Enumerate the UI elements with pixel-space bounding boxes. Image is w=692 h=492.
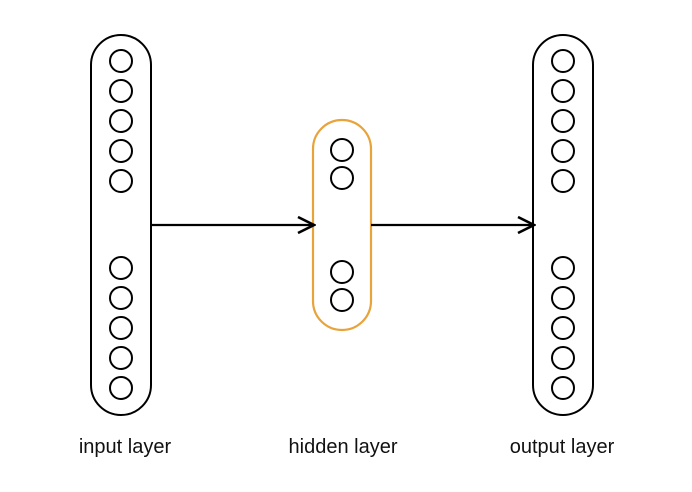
input-neuron-top-3 (109, 109, 133, 133)
output-neuron-bottom-1 (551, 256, 575, 280)
output-neuron-bottom-5 (551, 376, 575, 400)
input-layer-label: input layer (78, 436, 172, 458)
input-neuron-bottom-2 (109, 286, 133, 310)
output-neuron-top-1 (551, 49, 575, 73)
output-layer (532, 34, 594, 416)
output-layer-label: output layer (509, 436, 615, 458)
hidden-layer-label: hidden layer (288, 436, 398, 458)
hidden-neuron-bottom-1 (330, 260, 354, 284)
output-neuron-top-5 (551, 169, 575, 193)
output-neuron-top-3 (551, 109, 575, 133)
output-neuron-bottom-2 (551, 286, 575, 310)
hidden-layer (311, 118, 373, 332)
input-neuron-top-1 (109, 49, 133, 73)
output-neuron-top-2 (551, 79, 575, 103)
output-neuron-bottom-3 (551, 316, 575, 340)
hidden-neuron-top-2 (330, 166, 354, 190)
input-layer (90, 34, 152, 416)
input-neuron-top-2 (109, 79, 133, 103)
input-neuron-top-4 (109, 139, 133, 163)
hidden-neuron-top-1 (330, 138, 354, 162)
output-neuron-bottom-4 (551, 346, 575, 370)
input-neuron-bottom-1 (109, 256, 133, 280)
input-neuron-top-5 (109, 169, 133, 193)
input-neuron-bottom-4 (109, 346, 133, 370)
input-neuron-bottom-5 (109, 376, 133, 400)
input-neuron-bottom-3 (109, 316, 133, 340)
hidden-neuron-bottom-2 (330, 288, 354, 312)
output-neuron-top-4 (551, 139, 575, 163)
